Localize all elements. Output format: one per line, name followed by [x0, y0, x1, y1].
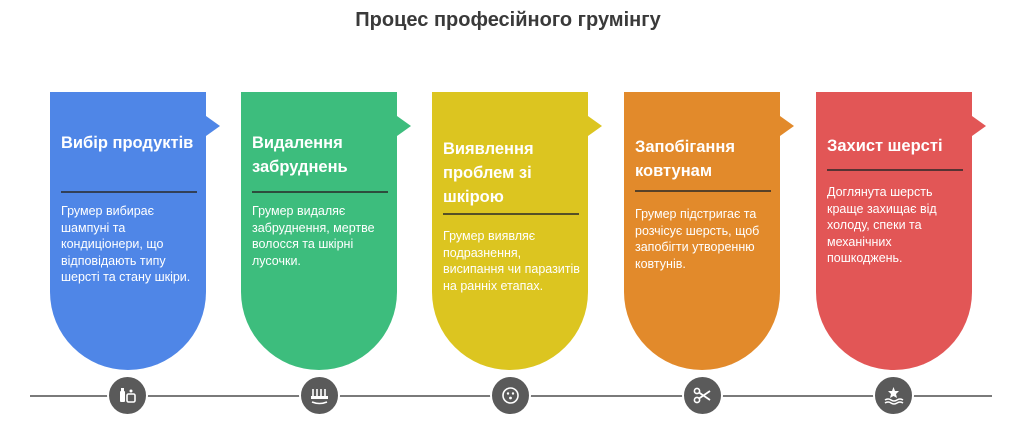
- step-card-coat-protection: Захист шерсті Доглянута шерсть краще зах…: [816, 92, 986, 370]
- step-description: Грумер виявляє подразнення, висипання чи…: [443, 229, 580, 293]
- step-card-skin-problems: Виявлення проблем зі шкірою Грумер виявл…: [432, 92, 602, 370]
- step-pointer: [972, 116, 986, 136]
- diagram-title: Процес професійного грумінгу: [355, 9, 661, 31]
- step-description: Грумер вибирає шампуні та кондиціонери, …: [61, 204, 191, 284]
- coat-protection-icon: [873, 375, 914, 416]
- scissors-icon: [682, 375, 723, 416]
- step-divider: [61, 191, 197, 193]
- step-card-mat-prevention: Запобігання ковтунам Грумер підстригає т…: [624, 92, 794, 370]
- step-title: Видалення забруднень: [252, 134, 348, 176]
- skin-check-icon: [490, 375, 531, 416]
- step-card-dirt-removal: Видалення забруднень Грумер видаляє забр…: [241, 92, 411, 370]
- step-title: Захист шерсті: [827, 137, 943, 155]
- step-description: Грумер видаляє забруднення, мертве волос…: [252, 204, 375, 268]
- step-divider: [827, 169, 963, 171]
- step-description: Доглянута шерсть краще захищає від холод…: [827, 185, 937, 265]
- cleaning-comb-icon: [299, 375, 340, 416]
- step-card-product-selection: Вибір продуктів Грумер вибирає шампуні т…: [50, 92, 220, 370]
- step-title: Вибір продуктів: [61, 134, 194, 152]
- step-divider: [252, 191, 388, 193]
- step-divider: [443, 213, 579, 215]
- step-divider: [635, 190, 771, 192]
- step-title: Запобігання ковтунам: [635, 138, 735, 180]
- grooming-products-icon: [107, 375, 148, 416]
- step-pointer: [206, 116, 220, 136]
- step-description: Грумер підстригає та розчісує шерсть, що…: [635, 207, 760, 271]
- step-title: Виявлення проблем зі шкірою: [443, 140, 534, 206]
- step-pointer: [397, 116, 411, 136]
- step-pointer: [780, 116, 794, 136]
- step-pointer: [588, 116, 602, 136]
